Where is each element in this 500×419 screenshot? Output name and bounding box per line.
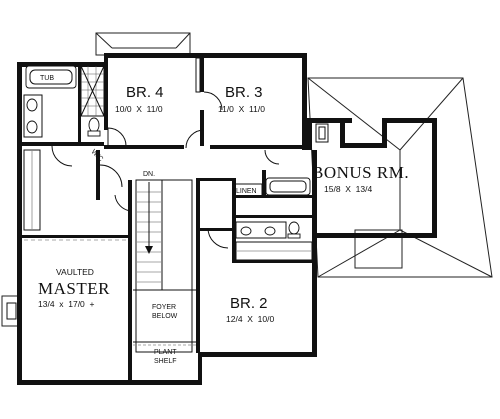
foyer-label-line1: FOYER: [152, 304, 176, 311]
br4-dims: 10/0 X 11/0: [115, 104, 163, 114]
doors: [51, 91, 280, 249]
br4-title: BR. 4: [126, 84, 164, 101]
fixtures: [23, 57, 329, 353]
linen-label: LINEN: [236, 188, 257, 195]
master-title: MASTER: [38, 279, 110, 298]
tub-label: TUB: [40, 75, 54, 82]
plant-shelf-line1: PLANT: [154, 349, 177, 356]
master-qualifier: VAULTED: [56, 267, 94, 277]
linen-closet: [233, 183, 263, 197]
br3-title: BR. 3: [225, 84, 263, 101]
br3-dims: 11/0 X 11/0: [218, 104, 265, 114]
roof-lines: [1, 32, 493, 327]
br2-title: BR. 2: [230, 295, 268, 312]
walls: [17, 53, 437, 385]
foyer-label-line2: BELOW: [152, 313, 178, 320]
br2-dims: 12/4 X 10/0: [226, 314, 274, 324]
plant-shelf-line2: SHELF: [154, 358, 177, 365]
bonus-title: BONUS RM.: [312, 163, 409, 182]
bonus-dims: 15/8 X 13/4: [324, 184, 372, 194]
master-dims: 13/4 x 17/0 +: [38, 299, 95, 309]
staircase: [133, 179, 196, 353]
stairs-direction: DN.: [143, 171, 155, 178]
room-labels: BR. 4 10/0 X 11/0 BR. 3 11/0 X 11/0 BONU…: [38, 75, 409, 365]
